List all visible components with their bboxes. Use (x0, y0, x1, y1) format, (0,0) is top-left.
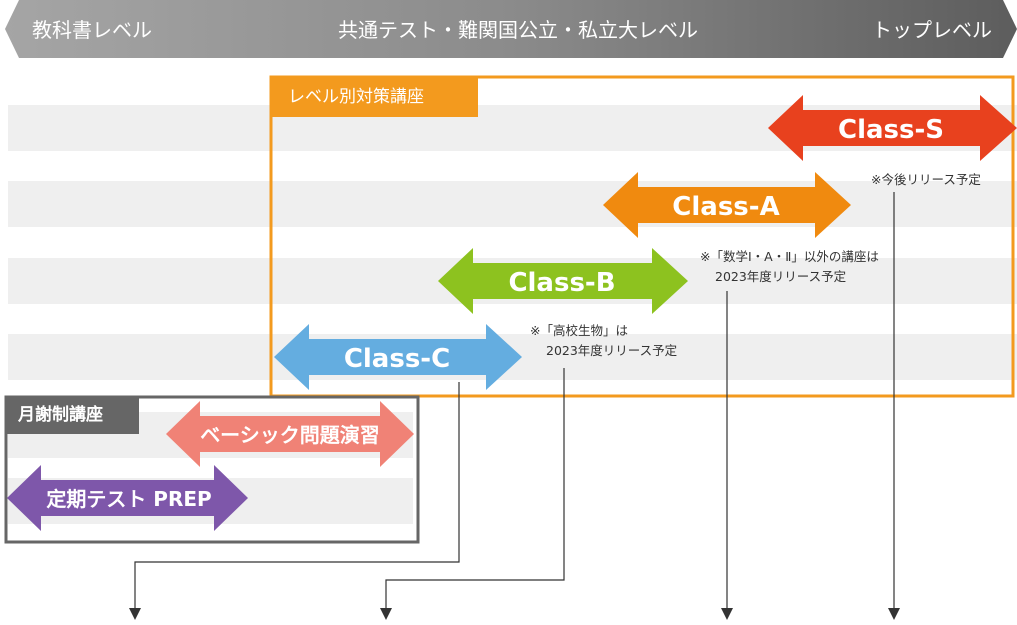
basic-drill-label: ベーシック問題演習 (200, 423, 380, 447)
monthly-course-group-box (4, 395, 420, 544)
monthly-course-group-tab (6, 397, 139, 434)
class-s-label: Class-S (838, 115, 944, 145)
class-b-label: Class-B (508, 268, 615, 298)
level-label-top: トップレベル (872, 18, 992, 42)
connector-line-class-c (134, 382, 460, 609)
level-scale-bar (5, 0, 1017, 58)
class-a-arrow (603, 172, 851, 238)
row-band (8, 181, 1017, 227)
class-a-note-line1: ※「数学Ⅰ・A・Ⅱ」以外の講座は (700, 249, 879, 264)
level-label-textbook: 教科書レベル (32, 18, 152, 42)
arrow-down-icon (380, 608, 392, 620)
prep-label: 定期テスト PREP (46, 487, 211, 511)
arrow-down-icon (129, 608, 141, 620)
arrow-down-icon (721, 608, 733, 620)
prep-arrow (7, 465, 248, 531)
level-label-common-test: 共通テスト・難関国公立・私立大レベル (338, 18, 698, 42)
class-c-arrow (274, 324, 522, 390)
class-b-arrow (438, 248, 688, 314)
monthly-course-group-title: 月謝制講座 (18, 405, 103, 425)
level-course-group-title: レベル別対策講座 (288, 87, 424, 107)
class-b-note-line2: 2023年度リリース予定 (546, 343, 678, 358)
basic-drill-arrow (166, 401, 414, 467)
level-course-group-box (269, 75, 1015, 398)
connector-line-class-b (385, 368, 565, 609)
class-b-note-line1: ※「高校生物」は (530, 323, 628, 338)
class-c-label: Class-C (344, 344, 450, 374)
level-course-group-tab (271, 77, 478, 117)
class-a-label: Class-A (672, 192, 779, 222)
class-s-note: ※今後リリース予定 (871, 172, 981, 187)
class-s-arrow (768, 95, 1017, 161)
class-a-note-line2: 2023年度リリース予定 (715, 269, 847, 284)
arrow-down-icon (888, 608, 900, 620)
